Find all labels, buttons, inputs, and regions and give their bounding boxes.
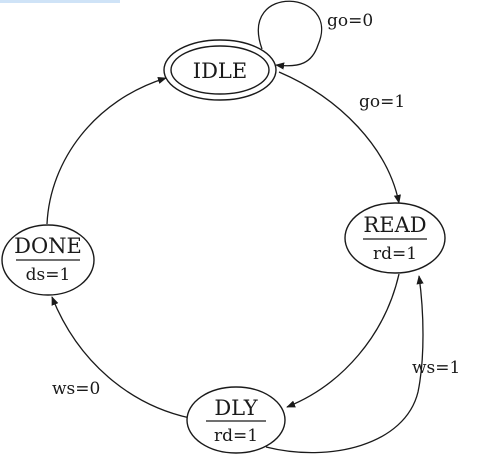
label-ws0: ws=0 [52, 379, 100, 399]
edge-idle-read [278, 71, 401, 204]
label-go0: go=0 [327, 11, 373, 31]
state-idle-name: IDLE [193, 59, 247, 83]
label-go1: go=1 [359, 92, 405, 112]
state-read-name: READ [363, 213, 426, 237]
state-read: READ rd=1 [344, 202, 446, 274]
edge-dly-done [51, 296, 191, 419]
label-ws1: ws=1 [412, 358, 460, 378]
state-dly-output: rd=1 [214, 426, 258, 446]
state-done-name: DONE [14, 234, 82, 258]
state-done: DONE ds=1 [1, 224, 95, 296]
state-done-output: ds=1 [26, 265, 71, 285]
edge-dly-read [265, 275, 424, 454]
corner-accent [0, 0, 120, 3]
state-dly-name: DLY [214, 396, 258, 420]
state-read-output: rd=1 [373, 244, 417, 264]
state-dly: DLY rd=1 [186, 386, 286, 454]
edge-done-idle [46, 76, 167, 225]
edge-idle-self [257, 0, 323, 70]
state-idle: IDLE [163, 39, 277, 101]
edge-read-dly [286, 273, 400, 408]
